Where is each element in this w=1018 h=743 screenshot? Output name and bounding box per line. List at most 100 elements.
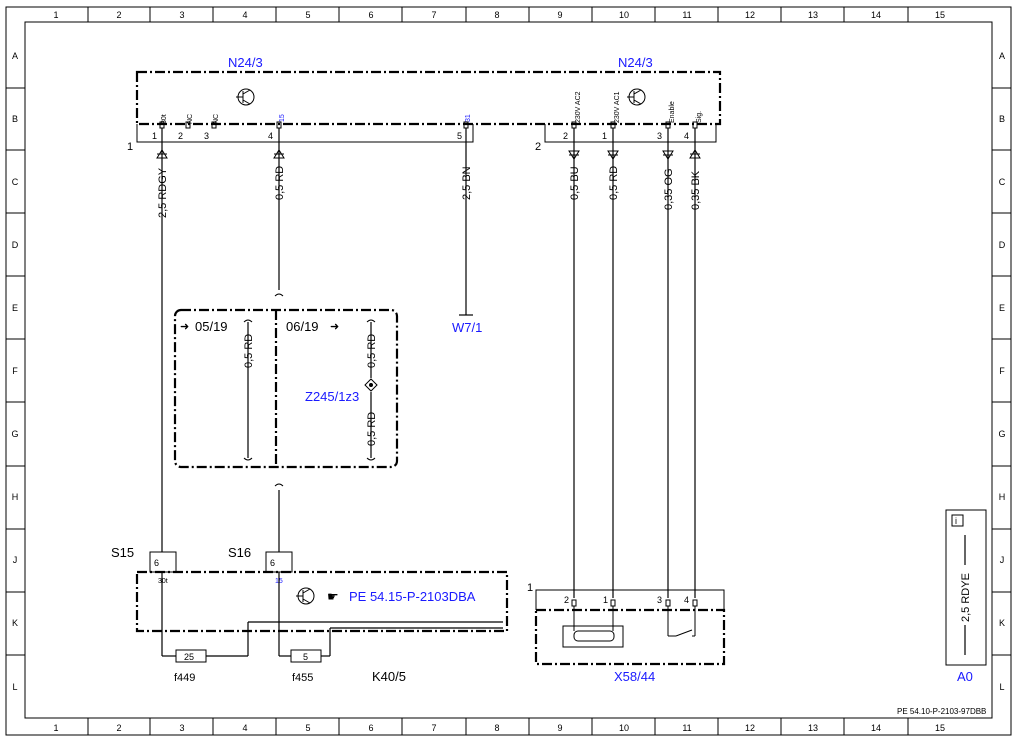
svg-text:3: 3 (657, 131, 662, 141)
z245-label[interactable]: Z245/1z3 (305, 389, 359, 404)
n24-left-label[interactable]: N24/3 (228, 55, 263, 70)
svg-text:14: 14 (871, 10, 881, 20)
x58-pin-stubs (571, 599, 698, 607)
x58-connector-label: 1 (527, 582, 533, 594)
svg-text:C: C (12, 177, 19, 187)
w7-label[interactable]: W7/1 (452, 320, 482, 335)
n24-right-label[interactable]: N24/3 (618, 55, 653, 70)
x58-label[interactable]: X58/44 (614, 669, 655, 684)
svg-text:10: 10 (619, 723, 629, 733)
k40-module-box (135, 570, 509, 633)
f449-label[interactable]: f449 (174, 672, 195, 684)
s16-label[interactable]: S16 (228, 545, 251, 560)
k40-internal-wiring (161, 572, 503, 657)
svg-text:➜: ➜ (330, 321, 339, 333)
x58-pins: 2 1 3 4 (564, 595, 689, 605)
svg-text:0,5 RD: 0,5 RD (243, 334, 255, 368)
svg-text:2,5 RDGY: 2,5 RDGY (157, 167, 169, 218)
svg-text:G: G (998, 429, 1005, 439)
variant-box (173, 308, 399, 469)
svg-text:H: H (12, 492, 19, 502)
svg-text:4: 4 (268, 131, 273, 141)
break-marks (243, 293, 376, 487)
legend-box (945, 509, 987, 666)
svg-text:05/19: 05/19 (195, 319, 228, 334)
svg-text:11: 11 (682, 10, 691, 20)
svg-text:0,5 BU: 0,5 BU (569, 166, 581, 200)
transistor-icon (296, 587, 315, 605)
svg-text:230V AC2: 230V AC2 (575, 91, 582, 123)
x58-bracket (535, 589, 725, 610)
svg-text:8: 8 (494, 10, 499, 20)
svg-text:D: D (999, 240, 1006, 250)
row-labels-left: AB CD EF GH JK L (11, 51, 18, 692)
svg-text:➜: ➜ (180, 321, 189, 333)
connector-2-bracket (544, 124, 717, 143)
svg-text:4: 4 (684, 595, 689, 605)
fuse-f455 (290, 649, 322, 663)
svg-text:1: 1 (53, 10, 58, 20)
svg-text:NC: NC (187, 114, 194, 124)
svg-text:J: J (13, 555, 18, 565)
k40-label[interactable]: K40/5 (372, 669, 406, 684)
svg-text:5: 5 (305, 723, 310, 733)
svg-text:0,5 RD: 0,5 RD (366, 334, 378, 368)
svg-text:230V AC1: 230V AC1 (614, 91, 621, 123)
svg-text:0,5 RD: 0,5 RD (274, 166, 286, 200)
svg-text:30t: 30t (161, 114, 168, 124)
svg-text:L: L (999, 682, 1004, 692)
svg-text:2: 2 (116, 10, 121, 20)
svg-text:15: 15 (935, 723, 945, 733)
svg-text:6: 6 (270, 558, 275, 568)
n24-left-pin-stubs (159, 121, 469, 129)
s15-box (149, 551, 177, 573)
outer-frame (5, 6, 1012, 736)
inner-frame (24, 21, 993, 719)
svg-text:5: 5 (457, 131, 462, 141)
svg-text:30t: 30t (158, 578, 168, 585)
svg-text:K: K (12, 618, 18, 628)
connector-2-label: 2 (535, 141, 541, 153)
transistor-icon (627, 88, 646, 106)
a0-label[interactable]: A0 (957, 669, 973, 684)
s15-label[interactable]: S15 (111, 545, 134, 560)
svg-text:3: 3 (204, 131, 209, 141)
svg-text:6: 6 (154, 558, 159, 568)
svg-text:4: 4 (684, 131, 689, 141)
ref-link[interactable]: PE 54.15-P-2103DBA (349, 589, 476, 604)
svg-text:12: 12 (745, 723, 755, 733)
svg-text:B: B (999, 114, 1005, 124)
svg-text:13: 13 (808, 723, 818, 733)
info-icon-glyph: i (955, 516, 957, 526)
svg-text:10: 10 (619, 10, 629, 20)
svg-text:3: 3 (179, 723, 184, 733)
svg-text:F: F (12, 366, 18, 376)
heater-element-icon (562, 606, 624, 648)
svg-text:0,35 BK: 0,35 BK (690, 170, 702, 210)
n24-left-pins: 1 2 3 4 5 30t NC NC 15 31 (152, 114, 472, 141)
svg-text:9: 9 (557, 10, 562, 20)
svg-text:6: 6 (368, 723, 373, 733)
svg-text:E: E (999, 303, 1005, 313)
svg-text:D: D (12, 240, 19, 250)
svg-text:0,5 RD: 0,5 RD (366, 412, 378, 446)
svg-text:NC: NC (213, 114, 220, 124)
svg-text:4: 4 (242, 10, 247, 20)
svg-text:6: 6 (368, 10, 373, 20)
svg-text:2: 2 (116, 723, 121, 733)
switch-icon (667, 606, 696, 637)
svg-text:7: 7 (431, 723, 436, 733)
row-ticks (6, 87, 1011, 656)
svg-text:K: K (999, 618, 1005, 628)
svg-text:Enable: Enable (669, 101, 676, 123)
svg-text:2: 2 (564, 595, 569, 605)
svg-text:31: 31 (465, 114, 472, 122)
connector-arrows (156, 149, 701, 160)
svg-text:12: 12 (745, 10, 755, 20)
svg-text:Sig.: Sig. (696, 111, 703, 123)
f455-label[interactable]: f455 (292, 672, 313, 684)
column-ticks (87, 7, 909, 735)
variant-labels: ➜ 05/19 06/19 ➜ (180, 319, 339, 334)
transistor-icon (236, 88, 255, 106)
svg-text:L: L (12, 682, 17, 692)
